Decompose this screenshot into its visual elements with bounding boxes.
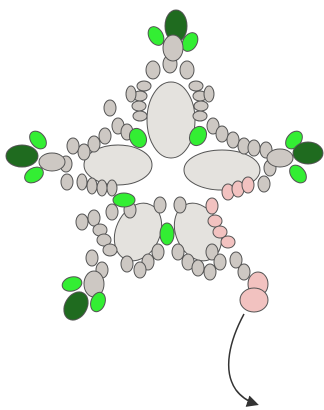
seed-bead: [146, 61, 160, 79]
petal-top: [147, 82, 195, 158]
seed-bead: [76, 214, 88, 230]
accent-bead-dark: [6, 145, 38, 167]
seed-bead: [248, 140, 260, 156]
seed-bead: [174, 197, 186, 213]
accent-bead-light: [113, 193, 135, 207]
seed-bead: [192, 260, 204, 276]
seed-bead: [86, 250, 98, 266]
seed-bead: [227, 132, 239, 148]
seed-bead: [216, 126, 228, 142]
accent-bead-dark: [293, 142, 323, 164]
seed-bead: [104, 100, 116, 116]
seed-bead: [88, 210, 100, 226]
seed-bead: [137, 81, 151, 91]
seed-bead: [78, 144, 90, 160]
seed-bead-highlight: [221, 236, 235, 248]
accent-bead-light: [61, 275, 84, 294]
seed-bead: [172, 244, 184, 260]
seed-bead: [204, 86, 214, 102]
seed-bead: [133, 111, 147, 121]
seed-bead: [204, 264, 216, 280]
seed-bead: [189, 81, 203, 91]
seed-bead: [103, 244, 117, 256]
seed-bead: [163, 35, 183, 61]
seed-bead: [87, 178, 97, 194]
seed-bead: [106, 204, 118, 220]
seed-bead: [258, 176, 270, 192]
seed-bead: [61, 174, 73, 190]
seed-bead: [126, 86, 136, 102]
seed-bead: [154, 197, 166, 213]
seed-bead: [134, 262, 146, 278]
accent-bead-light: [160, 223, 174, 245]
seed-bead-highlight: [240, 288, 268, 312]
seed-bead: [132, 101, 146, 111]
seed-bead: [214, 254, 226, 270]
seed-bead: [152, 244, 164, 260]
seed-bead: [99, 128, 111, 144]
seed-bead: [193, 111, 207, 121]
seed-bead: [107, 180, 117, 196]
seed-bead: [97, 180, 107, 196]
seed-bead-highlight: [242, 177, 254, 193]
seed-bead: [238, 264, 250, 280]
seed-bead: [39, 153, 65, 171]
seed-bead: [121, 256, 133, 272]
accent-bead-light: [286, 162, 310, 186]
thread-arrow-icon: [229, 314, 256, 404]
seed-bead: [67, 138, 79, 154]
seed-bead: [267, 149, 293, 167]
seed-bead: [194, 101, 208, 111]
seed-bead-highlight: [206, 198, 218, 214]
seed-bead: [180, 61, 194, 79]
seed-bead: [77, 174, 87, 190]
seed-bead-highlight: [208, 215, 222, 227]
